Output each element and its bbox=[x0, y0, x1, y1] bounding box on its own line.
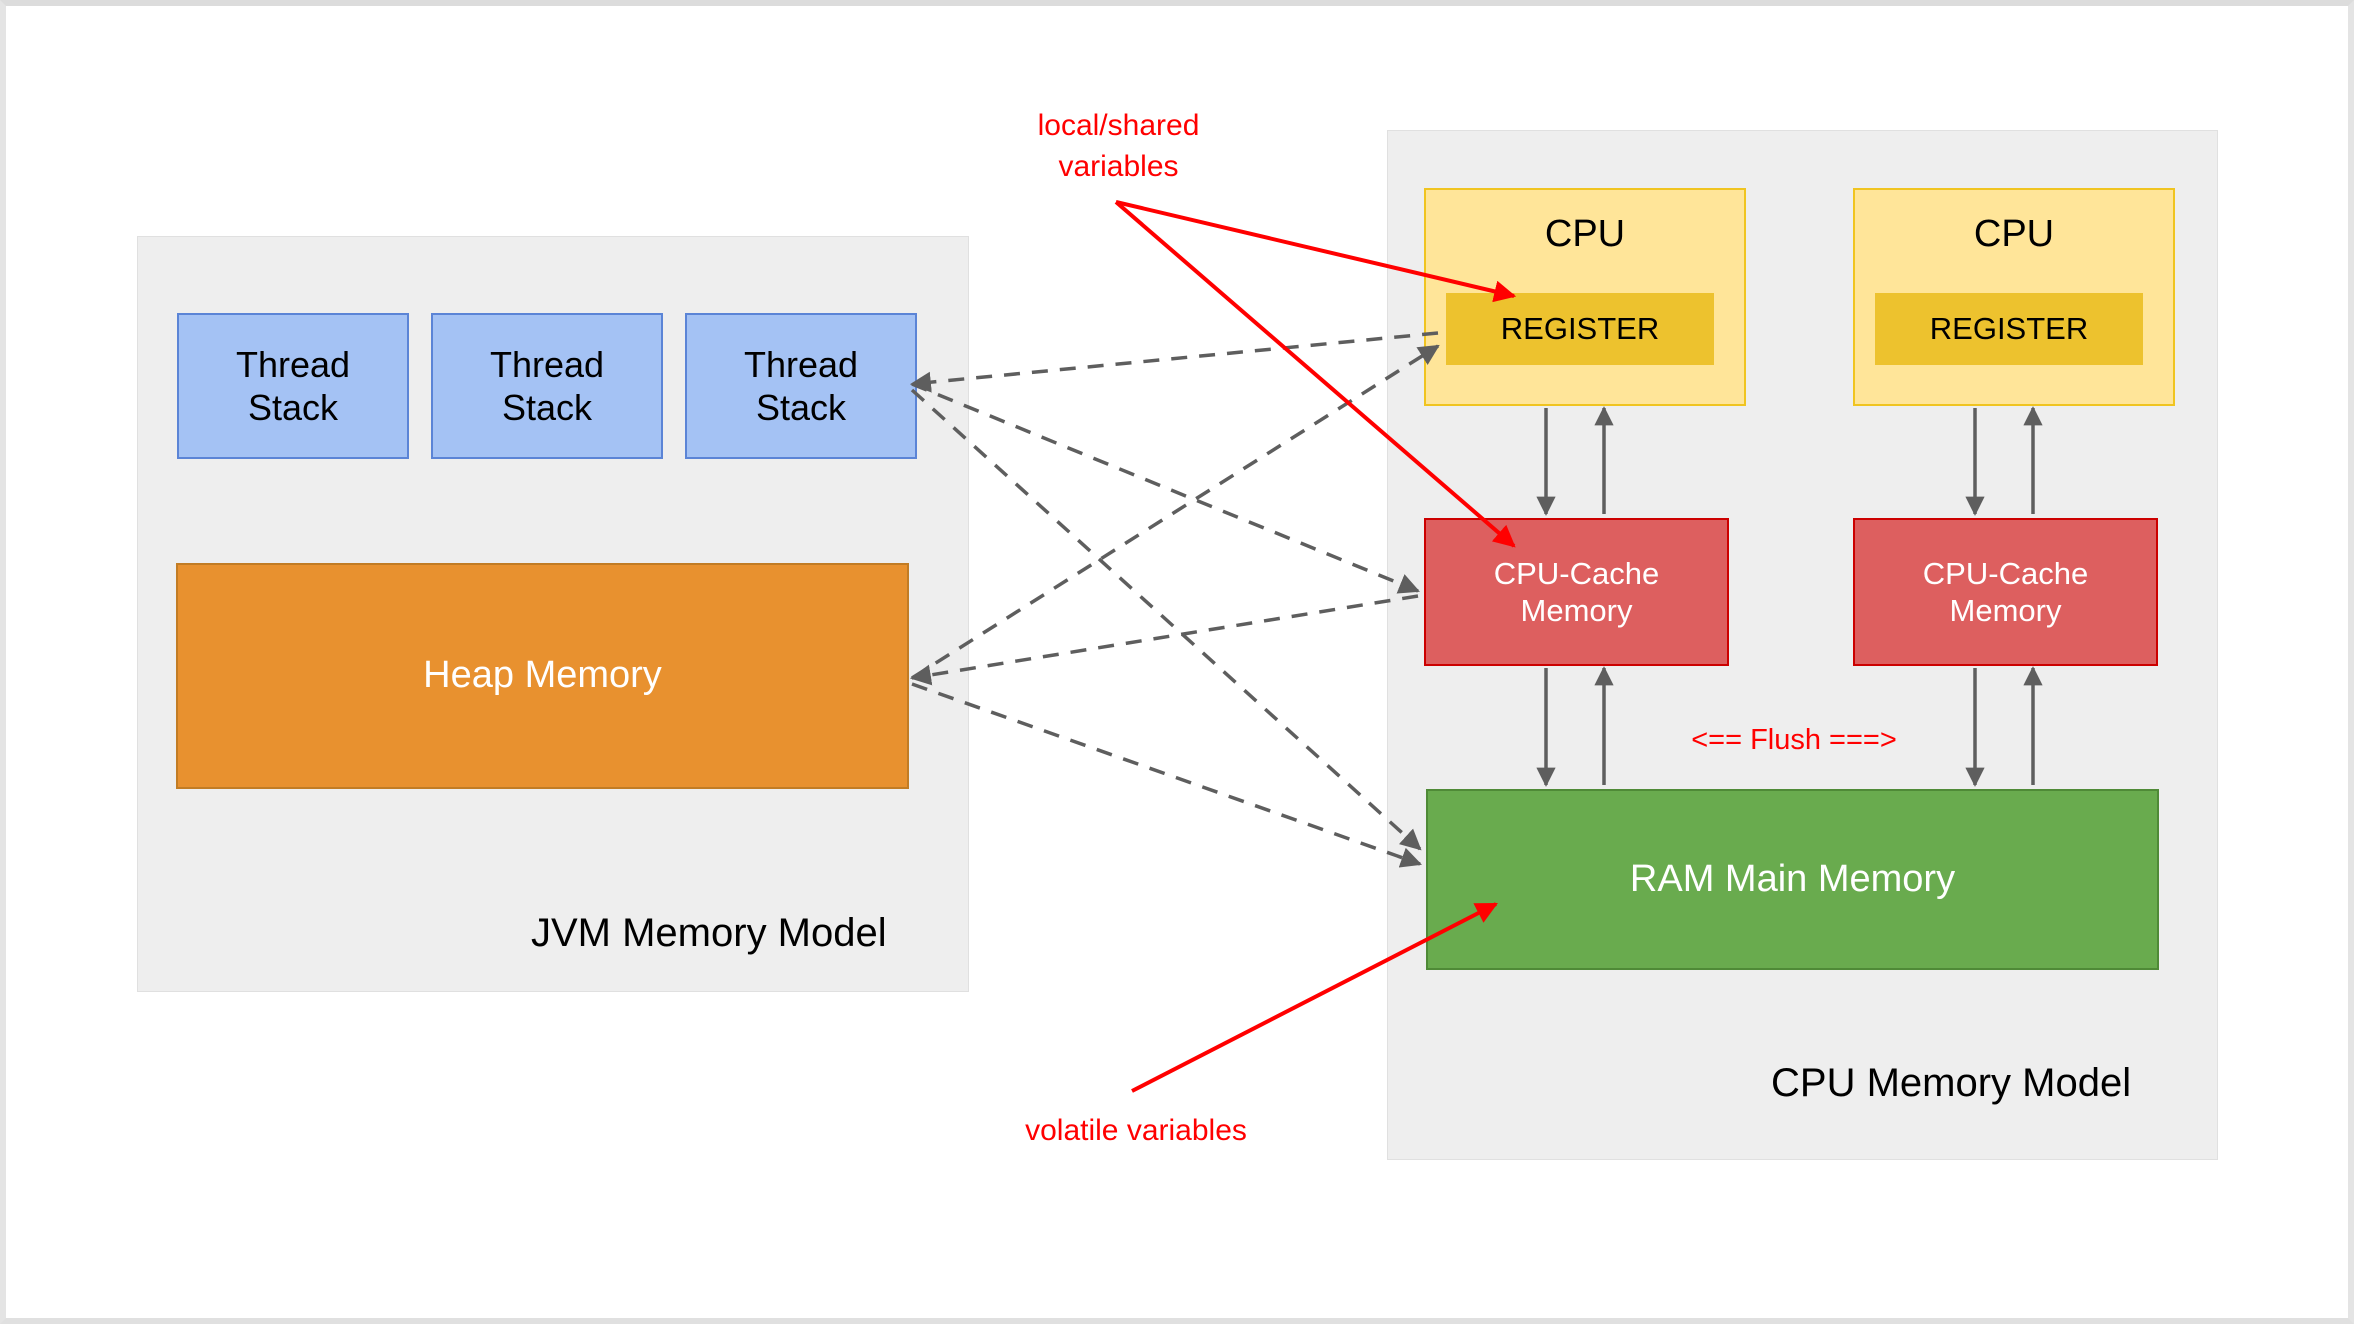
cpu-cache-label-2: CPU-Cache Memory bbox=[1922, 555, 2089, 628]
cpu-cache-label-1: CPU-Cache Memory bbox=[1493, 555, 1660, 628]
thread-stack-label-3: Thread Stack bbox=[743, 343, 859, 428]
thread-stack-label-1: Thread Stack bbox=[235, 343, 351, 428]
dashed-connector-heap-to-register bbox=[911, 344, 1440, 680]
dashed-connector-threadstack-to-cache bbox=[911, 382, 1420, 594]
register-box-2[interactable]: REGISTER bbox=[1875, 293, 2143, 365]
jvm-memory-model-title: JVM Memory Model bbox=[531, 911, 887, 955]
dashed-connector-threadstack-to-register bbox=[909, 331, 1439, 393]
thread-stack-label-2: Thread Stack bbox=[489, 343, 605, 428]
cpu-cache-box-1[interactable]: CPU-Cache Memory bbox=[1424, 518, 1729, 666]
cpu-cache-box-2[interactable]: CPU-Cache Memory bbox=[1853, 518, 2158, 666]
register-label-1: REGISTER bbox=[1500, 311, 1660, 347]
dashed-connector-heap-to-ram bbox=[911, 682, 1422, 868]
thread-stack-box-3[interactable]: Thread Stack bbox=[685, 313, 917, 459]
cpu-label-1: CPU bbox=[1544, 213, 1626, 255]
ram-main-memory-box[interactable]: RAM Main Memory bbox=[1426, 789, 2159, 970]
thread-stack-box-2[interactable]: Thread Stack bbox=[431, 313, 663, 459]
volatile-variables-annotation: volatile variables bbox=[1025, 1114, 1247, 1147]
register-box-1[interactable]: REGISTER bbox=[1446, 293, 1714, 365]
thread-stack-box-1[interactable]: Thread Stack bbox=[177, 313, 409, 459]
dashed-connector-threadstack-to-ram bbox=[910, 388, 1422, 851]
cpu-memory-model-title: CPU Memory Model bbox=[1771, 1061, 2132, 1105]
heap-memory-label: Heap Memory bbox=[423, 654, 662, 697]
local-shared-variables-annotation: local/shared variables bbox=[1037, 109, 1200, 183]
cpu-label-2: CPU bbox=[1973, 213, 2055, 255]
dashed-connector-register-to-heap bbox=[909, 594, 1419, 686]
flush-label: <== Flush ===> bbox=[1691, 724, 1897, 756]
heap-memory-box[interactable]: Heap Memory bbox=[176, 563, 909, 789]
register-label-2: REGISTER bbox=[1929, 311, 2089, 347]
ram-main-memory-label: RAM Main Memory bbox=[1629, 857, 1956, 900]
